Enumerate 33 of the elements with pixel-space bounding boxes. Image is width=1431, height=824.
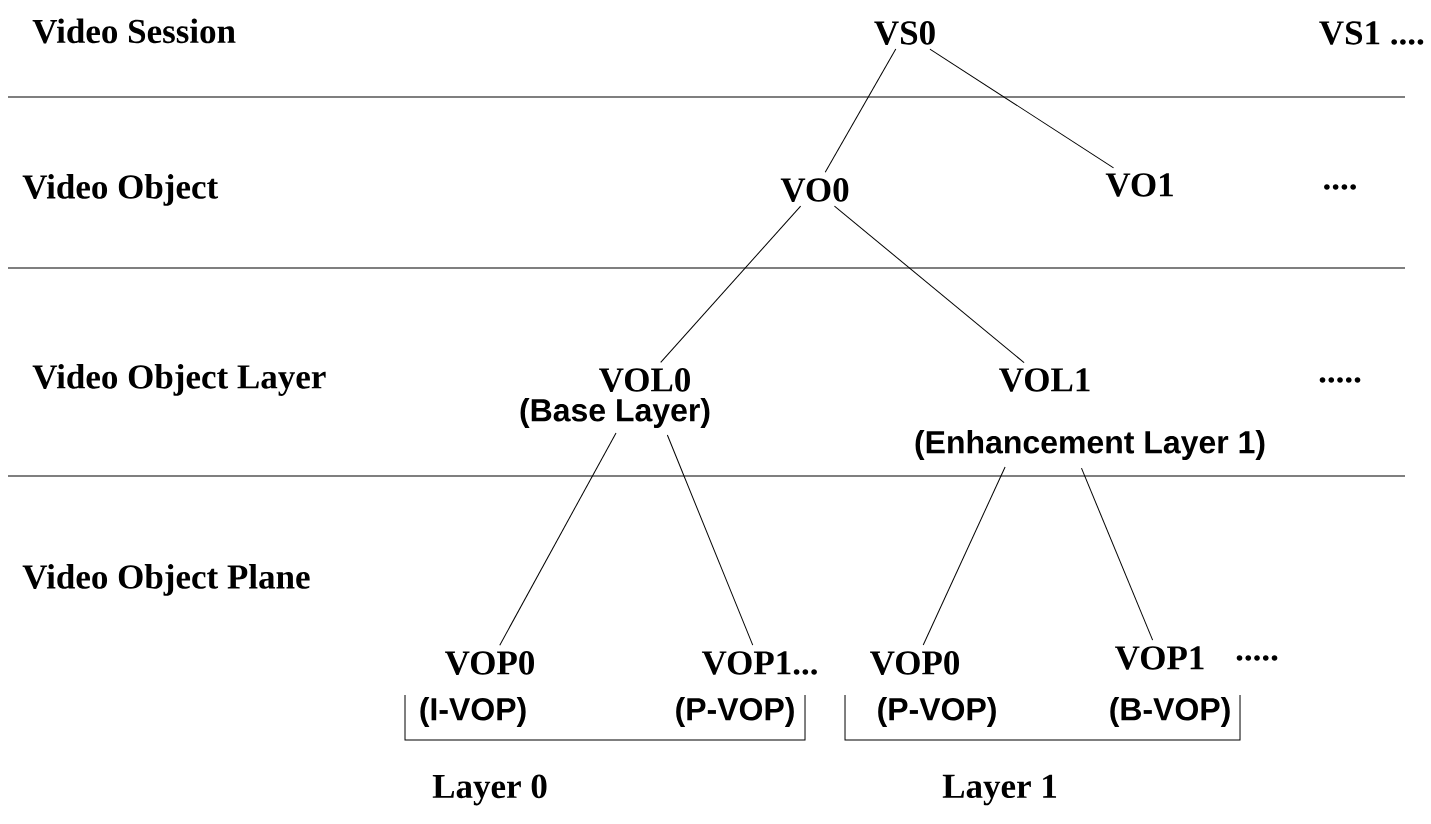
connector-line xyxy=(929,48,1115,169)
node-caption: (I-VOP) xyxy=(420,697,526,727)
connector-line xyxy=(660,205,802,363)
node-caption: (P-VOP) xyxy=(878,697,996,727)
row-label: Video Object Layer xyxy=(32,364,326,396)
node-caption: (B-VOP) xyxy=(1110,697,1230,727)
node-label: VOP0 xyxy=(870,651,960,675)
row-label: Video Session xyxy=(32,18,236,44)
node-label: VO1 xyxy=(1105,173,1173,197)
row-label: Layer 0 xyxy=(432,774,547,806)
row-label: ..... xyxy=(1236,655,1278,661)
node-label: VOP0 xyxy=(445,651,534,675)
row-label: Video Object Plane xyxy=(22,564,310,596)
row-label: .... xyxy=(1324,184,1356,190)
connector-line xyxy=(833,205,1025,364)
node-caption: (P-VOP) xyxy=(676,697,794,727)
connector-line xyxy=(824,48,897,173)
connector-line xyxy=(922,466,1006,646)
connector-line xyxy=(666,434,754,646)
row-label: ..... xyxy=(1319,377,1361,383)
node-caption: (Enhancement Layer 1) xyxy=(915,430,1265,460)
connector-line xyxy=(499,432,617,646)
node-caption: (Base Layer) xyxy=(520,398,710,428)
node-label: VOP1 xyxy=(1115,646,1204,670)
node-label: VOL1 xyxy=(999,368,1090,392)
node-label: VS0 xyxy=(874,21,935,45)
row-label: VS1 .... xyxy=(1319,21,1424,45)
row-label: Layer 1 xyxy=(942,774,1057,806)
node-label: VOL0 xyxy=(599,368,690,392)
row-label: Video Object xyxy=(22,174,219,206)
connector-line xyxy=(1080,467,1154,641)
node-label: VOP1... xyxy=(701,651,817,675)
node-label: VO0 xyxy=(780,178,849,202)
